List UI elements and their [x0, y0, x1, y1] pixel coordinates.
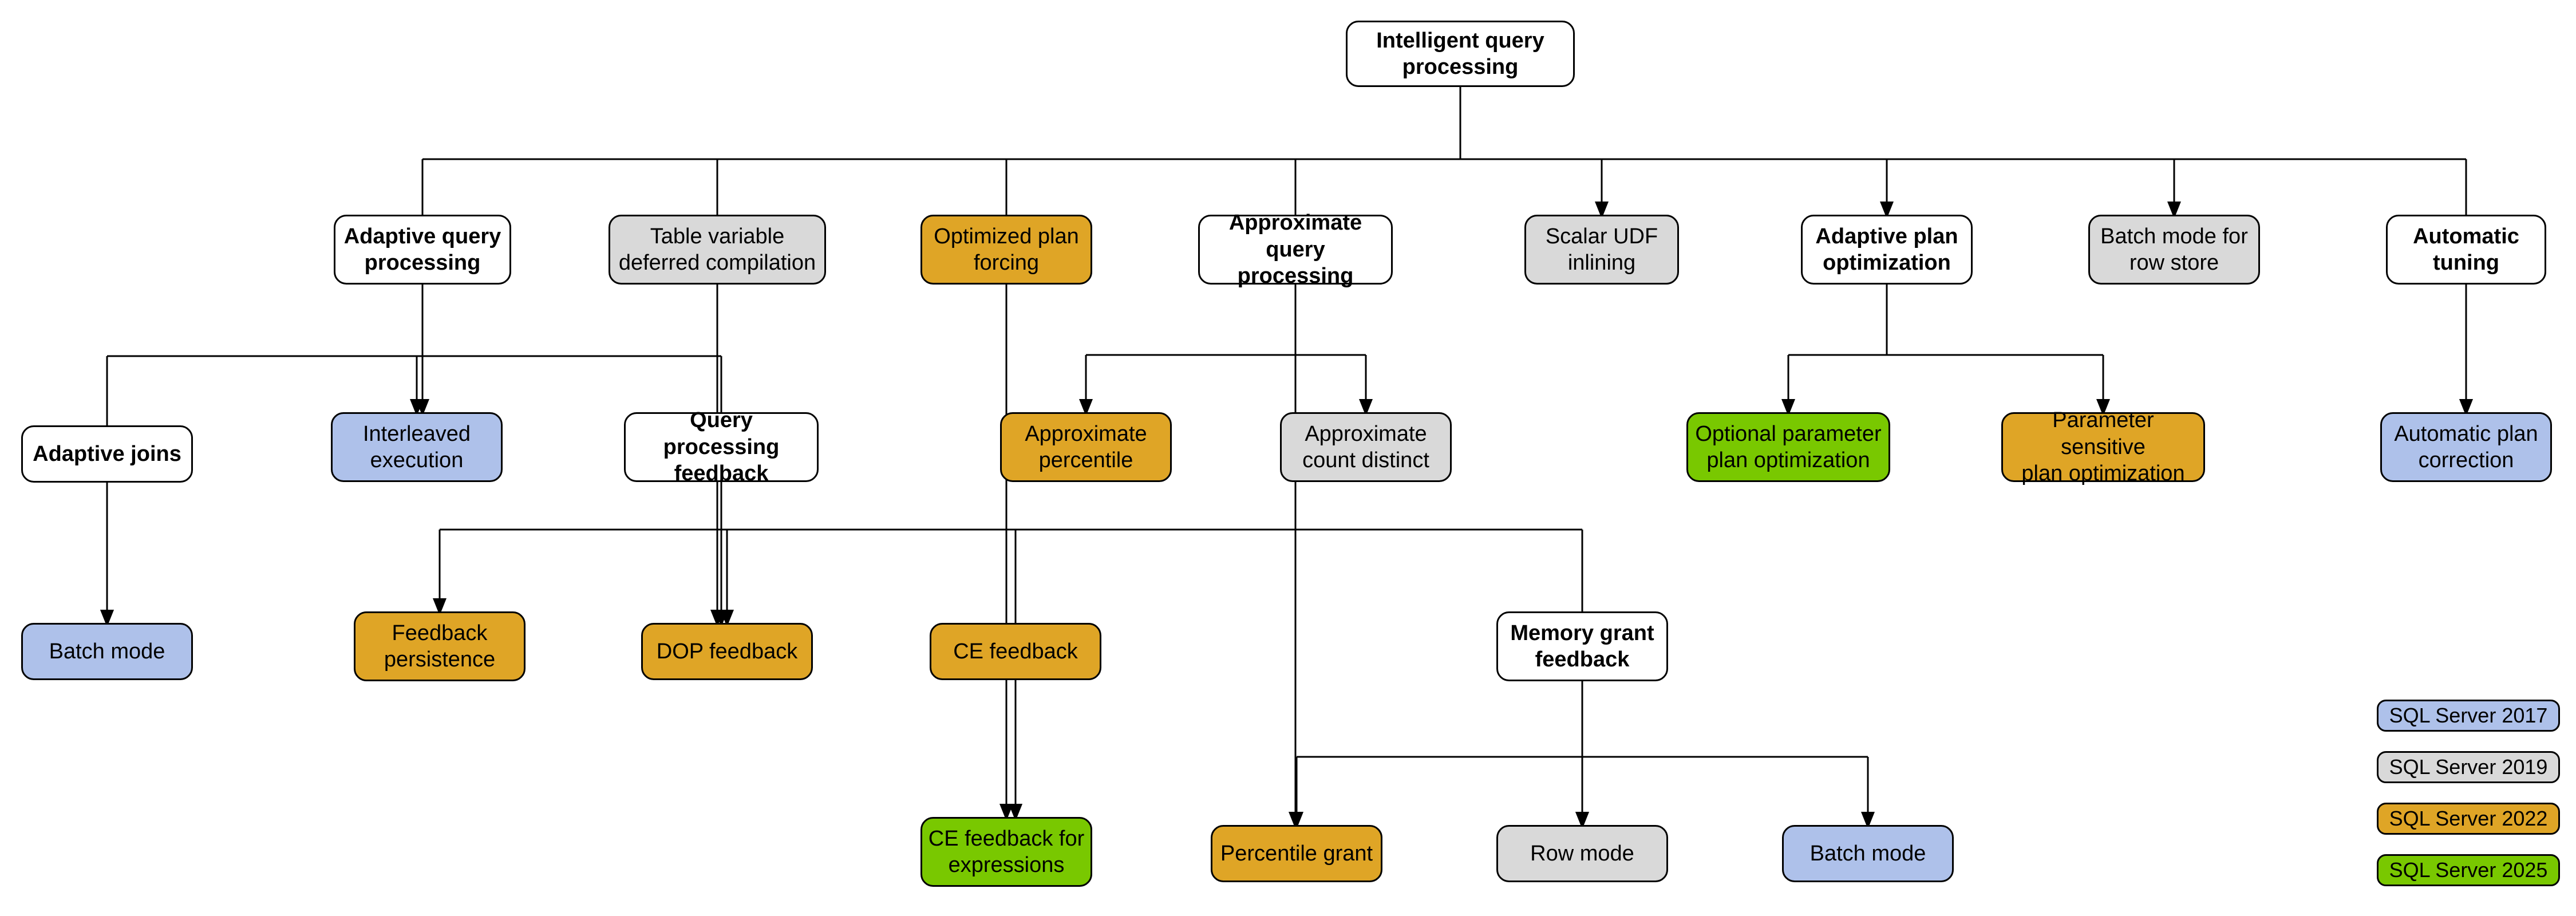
node-rowmode[interactable]: Row mode	[1496, 825, 1668, 882]
node-apq[interactable]: Approximate query processing	[1198, 211, 1393, 288]
node-acd[interactable]: Approximate count distinct	[1280, 412, 1452, 482]
node-pctgrant[interactable]: Percentile grant	[1211, 825, 1382, 882]
node-oppo[interactable]: Optional parameter plan optimization	[1686, 412, 1890, 482]
node-tvdc[interactable]: Table variable deferred compilation	[609, 215, 826, 285]
node-batchmode1[interactable]: Batch mode	[21, 623, 193, 680]
node-bmrs[interactable]: Batch mode for row store	[2088, 215, 2260, 285]
node-apct[interactable]: Approximate percentile	[1000, 412, 1172, 482]
node-apc[interactable]: Automatic plan correction	[2380, 412, 2552, 482]
node-ilexec[interactable]: Interleaved execution	[331, 412, 503, 482]
node-fbpersist[interactable]: Feedback persistence	[354, 611, 526, 681]
node-opf[interactable]: Optimized plan forcing	[920, 215, 1092, 285]
node-sudf[interactable]: Scalar UDF inlining	[1524, 215, 1679, 285]
node-autotune[interactable]: Automatic tuning	[2386, 215, 2546, 285]
node-aqp[interactable]: Adaptive query processing	[334, 215, 511, 285]
node-ajoins[interactable]: Adaptive joins	[21, 425, 193, 483]
node-cefb[interactable]: CE feedback	[930, 623, 1101, 680]
legend-item-sql-server-2017: SQL Server 2017	[2377, 700, 2560, 732]
legend-item-sql-server-2022: SQL Server 2022	[2377, 803, 2560, 835]
legend-item-sql-server-2025: SQL Server 2025	[2377, 854, 2560, 886]
node-iqp[interactable]: Intelligent query processing	[1346, 21, 1575, 87]
node-apo[interactable]: Adaptive plan optimization	[1801, 215, 1973, 285]
node-cefbexpr[interactable]: CE feedback for expressions	[920, 817, 1092, 887]
node-pspo[interactable]: Parameter sensitive plan optimization	[2001, 408, 2205, 485]
node-qpf[interactable]: Query processing feedback	[624, 408, 819, 485]
node-dopfb[interactable]: DOP feedback	[641, 623, 813, 680]
legend-item-sql-server-2019: SQL Server 2019	[2377, 751, 2560, 783]
node-batchmode2[interactable]: Batch mode	[1782, 825, 1954, 882]
node-mgf[interactable]: Memory grant feedback	[1496, 611, 1668, 681]
